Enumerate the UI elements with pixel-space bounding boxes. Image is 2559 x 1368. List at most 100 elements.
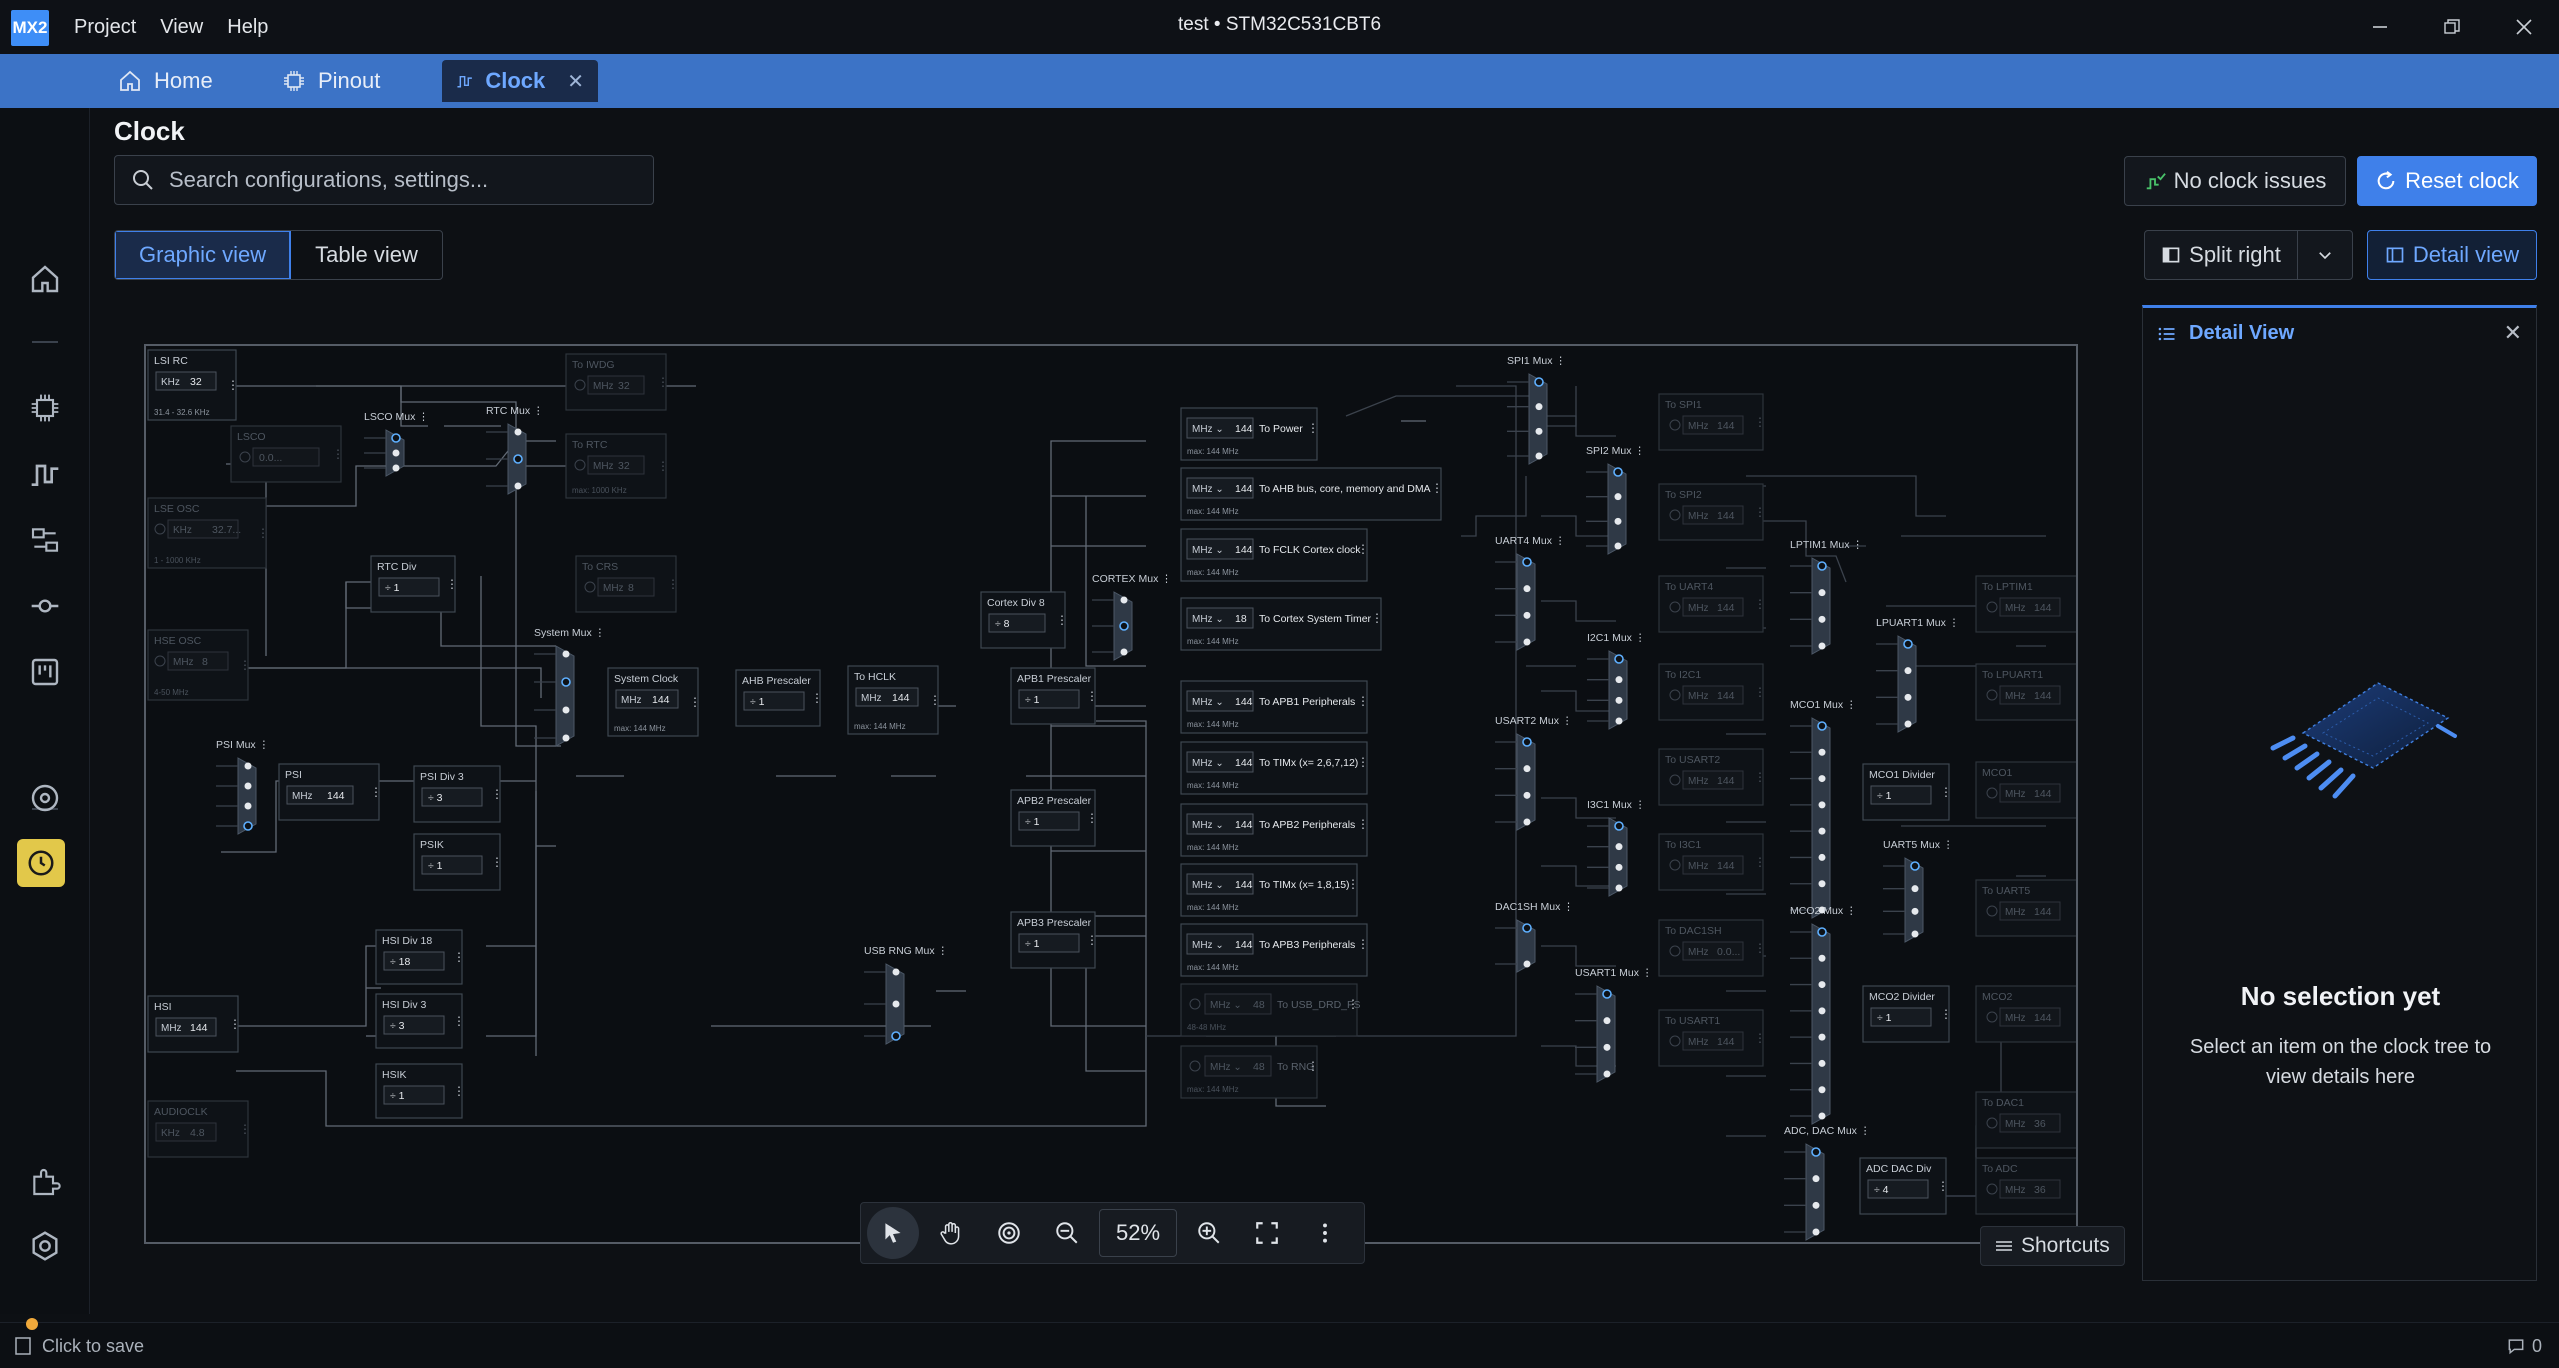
mux-shape[interactable] xyxy=(1528,373,1548,465)
value-field[interactable] xyxy=(1999,597,2061,617)
info-icon[interactable] xyxy=(584,581,596,593)
mux-input-dot[interactable] xyxy=(1523,791,1531,799)
mux-input-dot[interactable] xyxy=(1818,1086,1826,1094)
mux-shape[interactable] xyxy=(1811,557,1831,655)
value-field[interactable] xyxy=(587,375,645,395)
sidebar-config-icon[interactable] xyxy=(25,520,65,560)
menu-project[interactable]: Project xyxy=(74,16,137,38)
fit-screen-icon[interactable] xyxy=(1241,1207,1293,1259)
mux-input-dot[interactable] xyxy=(1911,885,1919,893)
pointer-tool-icon[interactable] xyxy=(867,1207,919,1259)
mux-input-dot[interactable] xyxy=(1818,642,1826,650)
mux-input-dot[interactable] xyxy=(1911,907,1919,915)
info-icon[interactable] xyxy=(1669,774,1681,786)
value-field[interactable] xyxy=(1186,690,1254,712)
mux-input-dot[interactable] xyxy=(1818,1007,1826,1015)
mux-input-dot[interactable] xyxy=(1818,1033,1826,1041)
search-input[interactable] xyxy=(169,167,639,193)
value-field[interactable] xyxy=(252,447,320,467)
mux-input-dot[interactable] xyxy=(1903,639,1913,649)
value-field[interactable] xyxy=(1999,685,2061,705)
value-field[interactable] xyxy=(743,691,805,711)
mux-shape[interactable] xyxy=(1811,923,1831,1125)
value-field[interactable] xyxy=(421,855,483,875)
mux-shape[interactable] xyxy=(1897,635,1917,733)
value-field[interactable] xyxy=(1186,751,1254,773)
mux-input-dot[interactable] xyxy=(1603,1070,1611,1078)
value-field[interactable] xyxy=(1204,1055,1272,1077)
info-icon[interactable] xyxy=(239,451,251,463)
mux-input-dot[interactable] xyxy=(514,428,522,436)
info-icon[interactable] xyxy=(1986,689,1998,701)
value-field[interactable] xyxy=(378,577,440,597)
value-field[interactable] xyxy=(1018,811,1080,831)
graphic-view-button[interactable]: Graphic view xyxy=(115,231,292,279)
value-field[interactable] xyxy=(1682,597,1744,617)
mux-input-dot[interactable] xyxy=(1614,821,1624,831)
mux-shape[interactable] xyxy=(1805,1143,1825,1241)
target-icon[interactable] xyxy=(983,1207,1035,1259)
mux-input-dot[interactable] xyxy=(1535,403,1543,411)
mux-input-dot[interactable] xyxy=(1523,611,1531,619)
sidebar-power-icon[interactable] xyxy=(25,778,65,818)
mux-shape[interactable] xyxy=(1596,985,1616,1083)
mux-input-dot[interactable] xyxy=(392,449,400,457)
pan-tool-icon[interactable] xyxy=(925,1207,977,1259)
tab-clock[interactable]: Clock ✕ xyxy=(442,60,598,102)
sidebar-board-icon[interactable] xyxy=(25,652,65,692)
tab-home[interactable]: Home xyxy=(104,60,227,102)
mux-input-dot[interactable] xyxy=(244,782,252,790)
mux-input-dot[interactable] xyxy=(1812,1228,1820,1236)
mux-input-dot[interactable] xyxy=(1818,1059,1826,1067)
zoom-out-icon[interactable] xyxy=(1041,1207,1093,1259)
mux-input-dot[interactable] xyxy=(1615,696,1623,704)
value-field[interactable] xyxy=(155,1017,217,1037)
mux-input-dot[interactable] xyxy=(1615,863,1623,871)
mux-input-dot[interactable] xyxy=(561,677,571,687)
clock-output[interactable] xyxy=(1180,528,1368,582)
mux-input-dot[interactable] xyxy=(1522,923,1532,933)
mux-input-dot[interactable] xyxy=(1911,930,1919,938)
info-icon[interactable] xyxy=(1669,601,1681,613)
value-field[interactable] xyxy=(587,455,645,475)
mux-input-dot[interactable] xyxy=(1818,748,1826,756)
mux-input-dot[interactable] xyxy=(1602,989,1612,999)
mux-input-dot[interactable] xyxy=(1818,853,1826,861)
minimize-icon[interactable] xyxy=(2356,10,2404,44)
sidebar-home-icon[interactable] xyxy=(25,259,65,299)
value-field[interactable] xyxy=(1870,785,1932,805)
value-field[interactable] xyxy=(1186,538,1254,560)
info-icon[interactable] xyxy=(1669,945,1681,957)
value-field[interactable] xyxy=(1204,993,1272,1015)
value-field[interactable] xyxy=(1018,689,1080,709)
mux-input-dot[interactable] xyxy=(1615,717,1623,725)
value-field[interactable] xyxy=(1682,415,1744,435)
info-icon[interactable] xyxy=(1986,601,1998,613)
value-field[interactable] xyxy=(1999,783,2061,803)
mux-input-dot[interactable] xyxy=(1603,1043,1611,1051)
mux-input-dot[interactable] xyxy=(1614,493,1622,501)
value-field[interactable] xyxy=(1682,855,1744,875)
more-vertical-icon[interactable] xyxy=(1299,1207,1351,1259)
split-right-button[interactable]: Split right xyxy=(2144,230,2298,280)
value-field[interactable] xyxy=(597,577,655,597)
value-field[interactable] xyxy=(1870,1007,1932,1027)
mux-input-dot[interactable] xyxy=(1119,621,1129,631)
info-icon[interactable] xyxy=(1669,859,1681,871)
mux-input-dot[interactable] xyxy=(1812,1201,1820,1209)
mux-input-dot[interactable] xyxy=(1523,638,1531,646)
menu-help[interactable]: Help xyxy=(227,16,269,38)
info-icon[interactable] xyxy=(1986,1117,1998,1129)
mux-input-dot[interactable] xyxy=(562,734,570,742)
info-icon[interactable] xyxy=(1189,998,1201,1010)
value-field[interactable] xyxy=(1186,933,1254,955)
mux-input-dot[interactable] xyxy=(1818,801,1826,809)
notification-icon[interactable] xyxy=(2506,1336,2526,1361)
mux-shape[interactable] xyxy=(555,645,575,747)
value-field[interactable] xyxy=(988,613,1046,633)
zoom-in-icon[interactable] xyxy=(1183,1207,1235,1259)
value-field[interactable] xyxy=(1186,477,1254,499)
info-icon[interactable] xyxy=(1986,1183,1998,1195)
value-field[interactable] xyxy=(1999,1007,2061,1027)
mux-input-dot[interactable] xyxy=(1904,693,1912,701)
